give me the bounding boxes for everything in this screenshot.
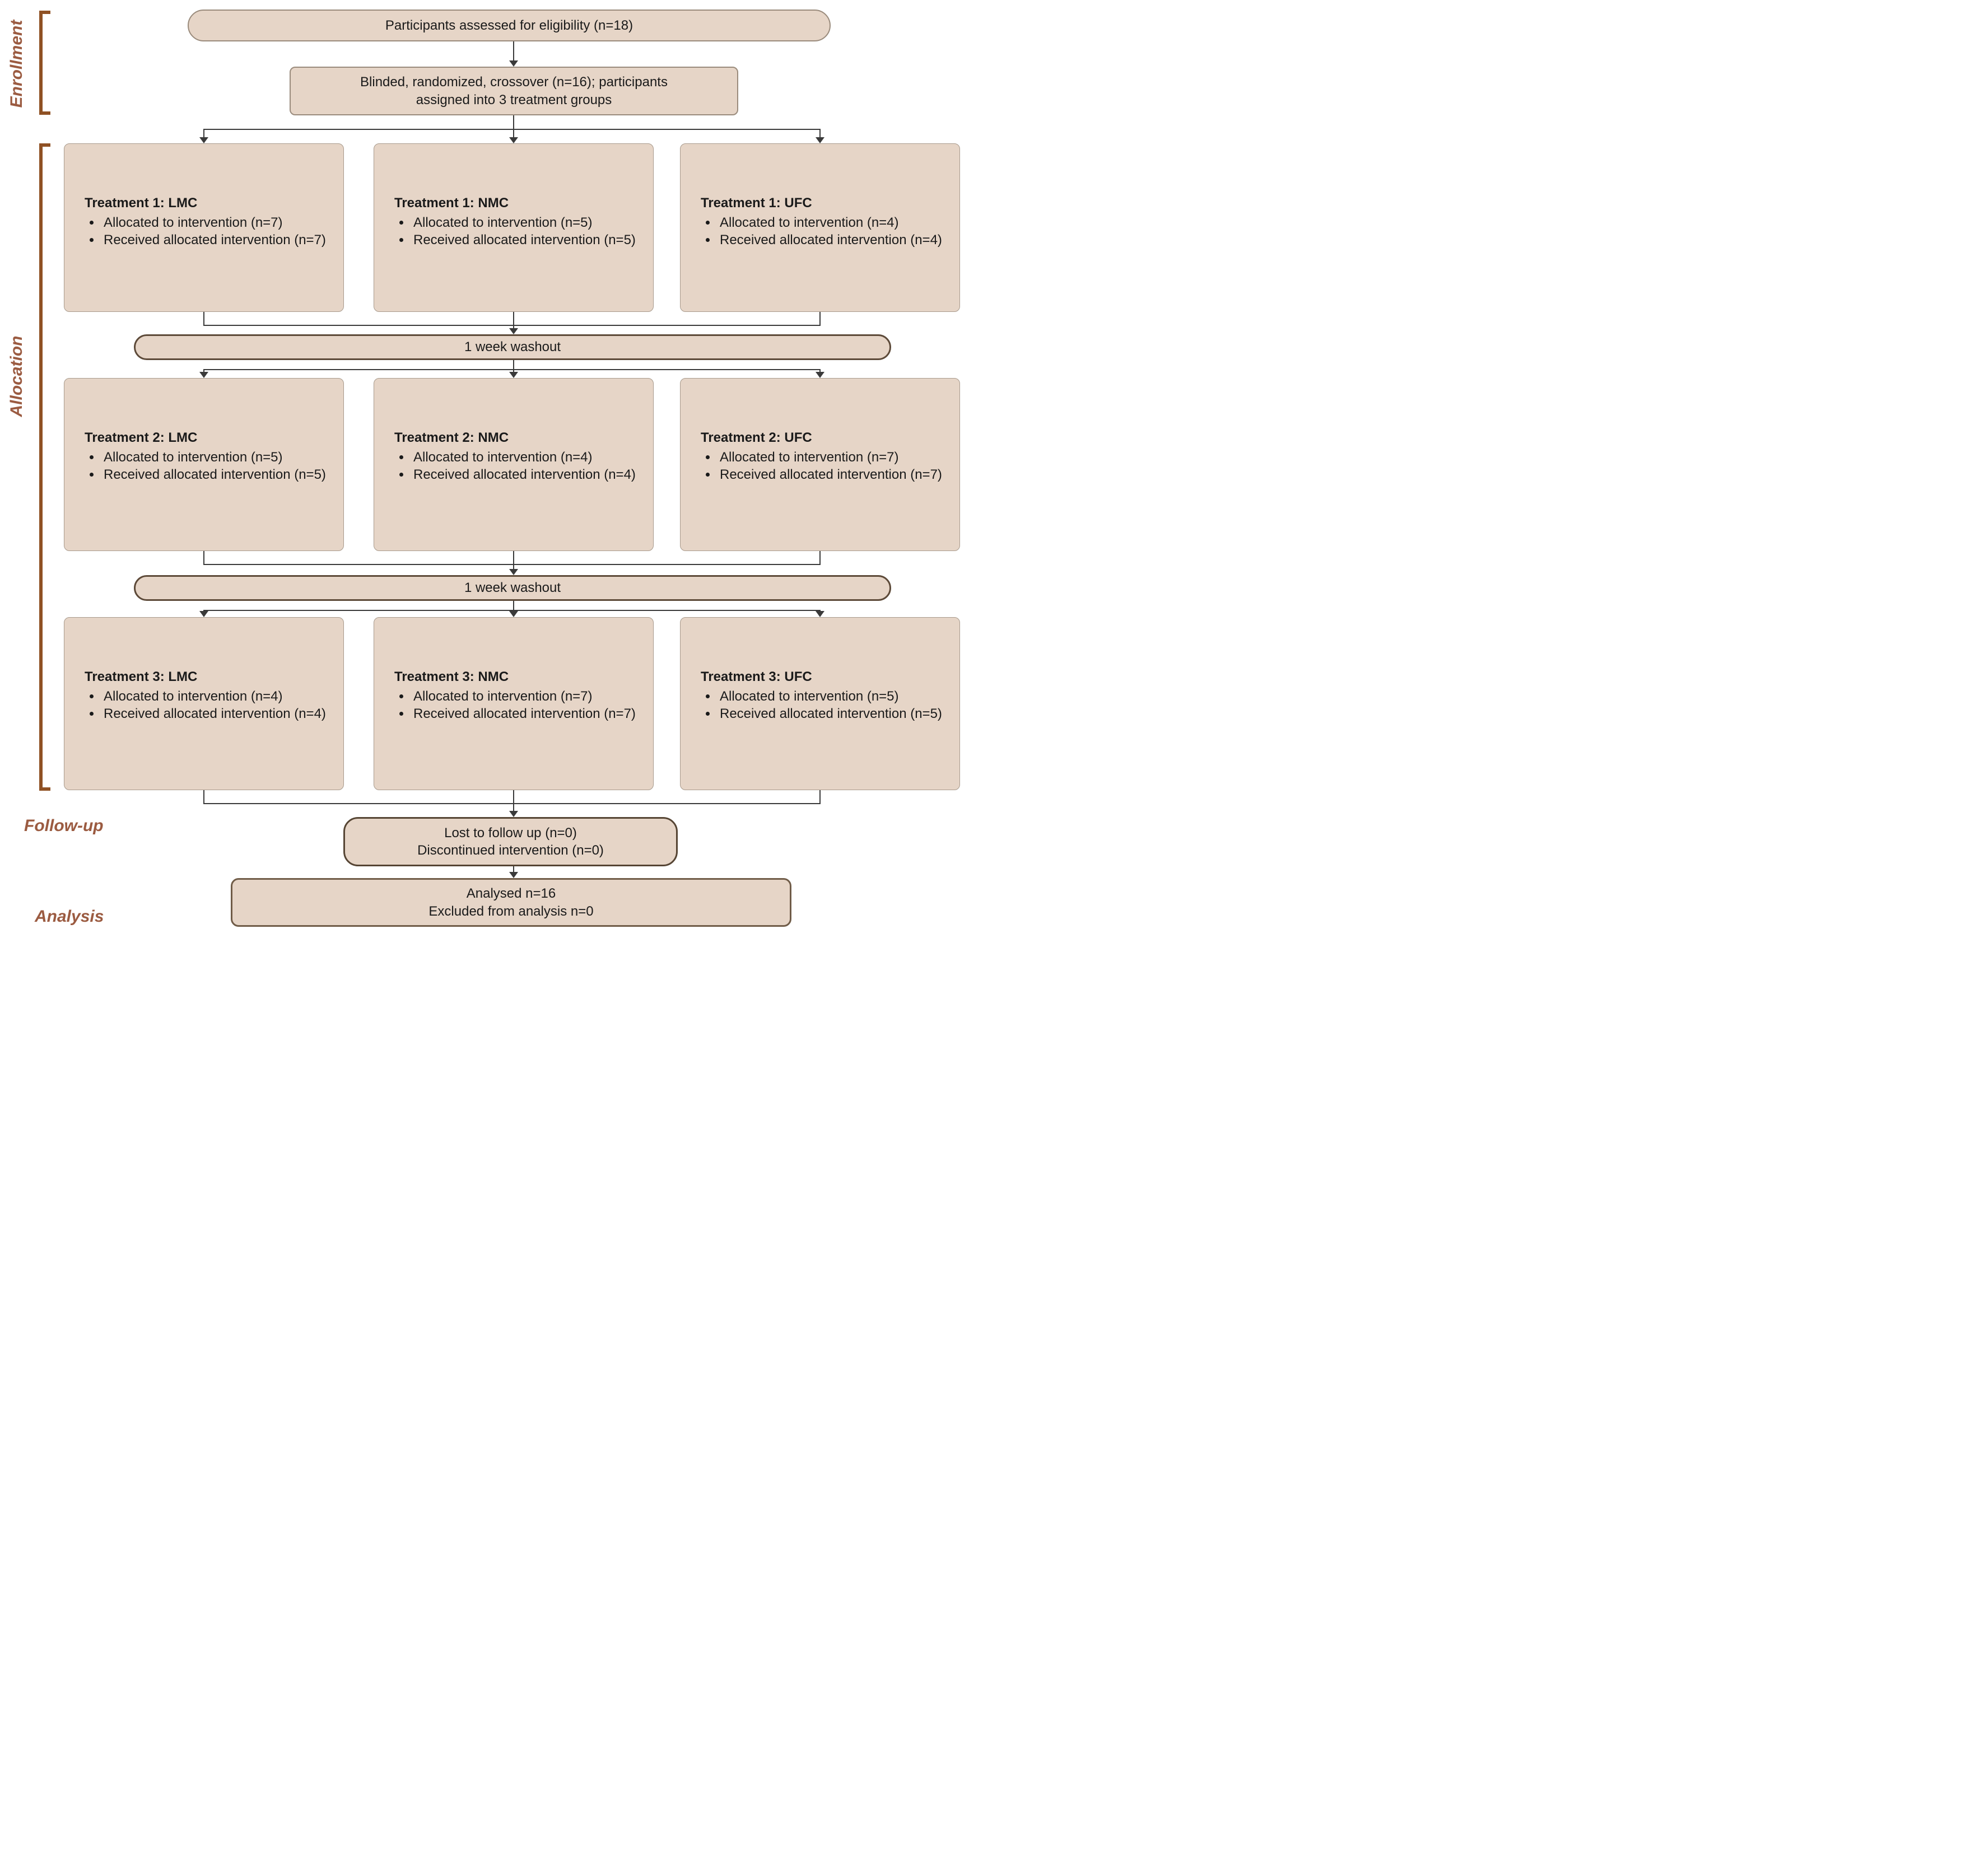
- analysis-line2: Excluded from analysis n=0: [428, 903, 594, 919]
- analysis-box: Analysed n=16 Excluded from analysis n=0: [231, 878, 791, 927]
- treatment-box-1-ufc: Treatment 1: UFC Allocated to interventi…: [680, 143, 960, 312]
- treatment-title: Treatment 2: LMC: [85, 430, 198, 445]
- arrowhead: [509, 60, 518, 67]
- arrowhead: [509, 569, 518, 575]
- treatment-box-3-ufc: Treatment 3: UFC Allocated to interventi…: [680, 617, 960, 790]
- connector: [819, 129, 821, 138]
- connector: [203, 312, 204, 326]
- connector: [513, 115, 514, 130]
- bullet: Allocated to intervention (n=5): [718, 688, 945, 705]
- treatment-box-2-ufc: Treatment 2: UFC Allocated to interventi…: [680, 378, 960, 551]
- connector: [513, 360, 514, 370]
- connector: [203, 803, 821, 804]
- connector: [203, 369, 204, 373]
- arrowhead: [509, 137, 518, 143]
- randomization-line2: assigned into 3 treatment groups: [416, 92, 612, 108]
- bullet: Allocated to intervention (n=5): [411, 214, 639, 231]
- connector: [819, 312, 821, 326]
- treatment-title: Treatment 1: UFC: [701, 195, 812, 211]
- bullet: Allocated to intervention (n=7): [411, 688, 639, 705]
- washout-text: 1 week washout: [464, 339, 561, 354]
- bullet: Received allocated intervention (n=4): [411, 466, 639, 483]
- section-label-analysis: Analysis: [35, 907, 104, 926]
- eligibility-text: Participants assessed for eligibility (n…: [385, 17, 633, 33]
- connector: [513, 369, 514, 373]
- connector: [203, 790, 204, 804]
- treatment-box-3-nmc: Treatment 3: NMC Allocated to interventi…: [374, 617, 654, 790]
- bullet: Received allocated intervention (n=7): [101, 231, 329, 249]
- randomization-box: Blinded, randomized, crossover (n=16); p…: [290, 67, 738, 115]
- connector: [513, 551, 514, 570]
- followup-line1: Lost to follow up (n=0): [444, 825, 577, 841]
- followup-line2: Discontinued intervention (n=0): [417, 843, 604, 858]
- treatment-title: Treatment 2: NMC: [394, 430, 509, 445]
- bullet: Allocated to intervention (n=7): [718, 449, 945, 466]
- connector: [513, 790, 514, 812]
- treatment-box-3-lmc: Treatment 3: LMC Allocated to interventi…: [64, 617, 344, 790]
- bullet: Received allocated intervention (n=5): [718, 705, 945, 722]
- connector: [203, 369, 821, 370]
- connector: [513, 312, 514, 329]
- section-label-allocation: Allocation: [7, 335, 26, 417]
- connector: [203, 551, 204, 565]
- washout-box-1: 1 week washout: [134, 334, 891, 360]
- bullet: Received allocated intervention (n=4): [101, 705, 329, 722]
- arrowhead: [509, 872, 518, 878]
- connector: [513, 866, 514, 873]
- treatment-title: Treatment 2: UFC: [701, 430, 812, 445]
- bullet: Allocated to intervention (n=4): [101, 688, 329, 705]
- eligibility-box: Participants assessed for eligibility (n…: [188, 10, 831, 41]
- treatment-box-1-lmc: Treatment 1: LMC Allocated to interventi…: [64, 143, 344, 312]
- treatment-box-2-lmc: Treatment 2: LMC Allocated to interventi…: [64, 378, 344, 551]
- treatment-box-2-nmc: Treatment 2: NMC Allocated to interventi…: [374, 378, 654, 551]
- treatment-title: Treatment 1: LMC: [85, 195, 198, 211]
- bullet: Allocated to intervention (n=7): [101, 214, 329, 231]
- arrowhead: [199, 137, 208, 143]
- connector: [203, 129, 204, 138]
- treatment-title: Treatment 1: NMC: [394, 195, 509, 211]
- arrowhead: [509, 328, 518, 334]
- connector: [203, 564, 821, 565]
- connector: [203, 610, 821, 611]
- randomization-line1: Blinded, randomized, crossover (n=16); p…: [360, 74, 668, 90]
- allocation-bracket: [39, 143, 50, 791]
- bullet: Allocated to intervention (n=4): [718, 214, 945, 231]
- connector: [203, 129, 821, 130]
- washout-box-2: 1 week washout: [134, 575, 891, 601]
- arrowhead: [509, 372, 518, 378]
- section-label-enrollment: Enrollment: [7, 20, 26, 108]
- connector: [819, 551, 821, 565]
- connector: [513, 41, 514, 62]
- arrowhead: [816, 137, 824, 143]
- section-label-followup: Follow-up: [24, 816, 104, 835]
- treatment-title: Treatment 3: UFC: [701, 669, 812, 684]
- arrowhead: [199, 372, 208, 378]
- consort-flow-diagram: Enrollment Allocation Follow-up Analysis…: [0, 0, 983, 938]
- treatment-title: Treatment 3: LMC: [85, 669, 198, 684]
- arrowhead: [509, 811, 518, 817]
- washout-text: 1 week washout: [464, 580, 561, 595]
- bullet: Allocated to intervention (n=5): [101, 449, 329, 466]
- arrowhead: [816, 372, 824, 378]
- bullet: Received allocated intervention (n=7): [718, 466, 945, 483]
- followup-box: Lost to follow up (n=0) Discontinued int…: [343, 817, 678, 866]
- bullet: Received allocated intervention (n=5): [101, 466, 329, 483]
- connector: [513, 601, 514, 611]
- bullet: Received allocated intervention (n=7): [411, 705, 639, 722]
- arrowhead: [816, 611, 824, 617]
- connector: [513, 129, 514, 138]
- arrowhead: [509, 611, 518, 617]
- analysis-line1: Analysed n=16: [466, 886, 556, 902]
- treatment-box-1-nmc: Treatment 1: NMC Allocated to interventi…: [374, 143, 654, 312]
- bullet: Allocated to intervention (n=4): [411, 449, 639, 466]
- bullet: Received allocated intervention (n=4): [718, 231, 945, 249]
- connector: [819, 369, 821, 373]
- connector: [203, 325, 821, 326]
- connector: [819, 790, 821, 804]
- treatment-title: Treatment 3: NMC: [394, 669, 509, 684]
- enrollment-bracket: [39, 11, 50, 115]
- arrowhead: [199, 611, 208, 617]
- bullet: Received allocated intervention (n=5): [411, 231, 639, 249]
